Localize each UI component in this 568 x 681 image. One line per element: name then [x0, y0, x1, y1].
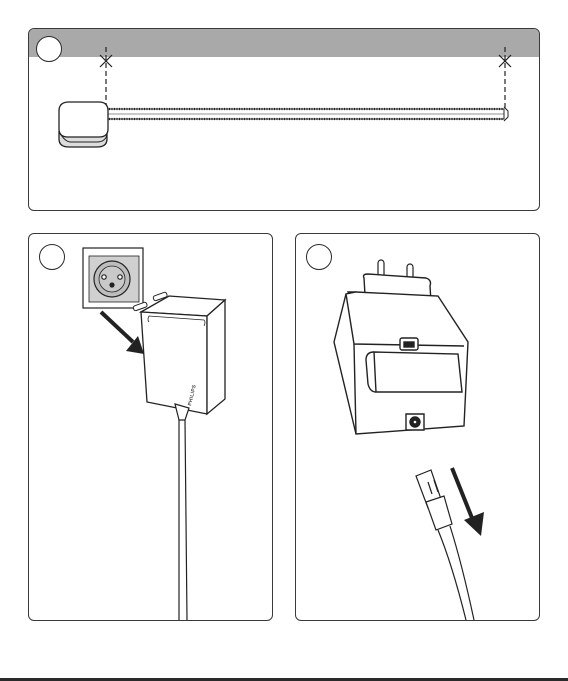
step-1-marker — [36, 36, 62, 62]
dc-cable — [438, 526, 474, 620]
power-adapter — [334, 274, 468, 434]
panel-2: PHILIPS — [28, 233, 273, 621]
led-strip — [104, 107, 508, 121]
cut-marker-right — [499, 47, 511, 111]
panel-1-illustration — [29, 29, 539, 210]
step-3-marker — [306, 244, 332, 270]
panel-2-illustration: PHILIPS — [29, 234, 272, 620]
insert-arrow — [101, 312, 144, 354]
panel-3 — [295, 233, 540, 621]
panel-1 — [28, 28, 540, 211]
panel-3-illustration — [296, 234, 539, 620]
adapter-cable — [175, 404, 189, 620]
wall-socket — [83, 248, 143, 308]
controller-box — [59, 102, 108, 147]
power-adapter — [141, 296, 225, 414]
pull-arrow — [452, 468, 484, 536]
cut-marker-left — [100, 47, 112, 111]
header-band — [29, 29, 539, 57]
step-2-marker — [39, 244, 65, 270]
dc-connector — [416, 470, 452, 530]
